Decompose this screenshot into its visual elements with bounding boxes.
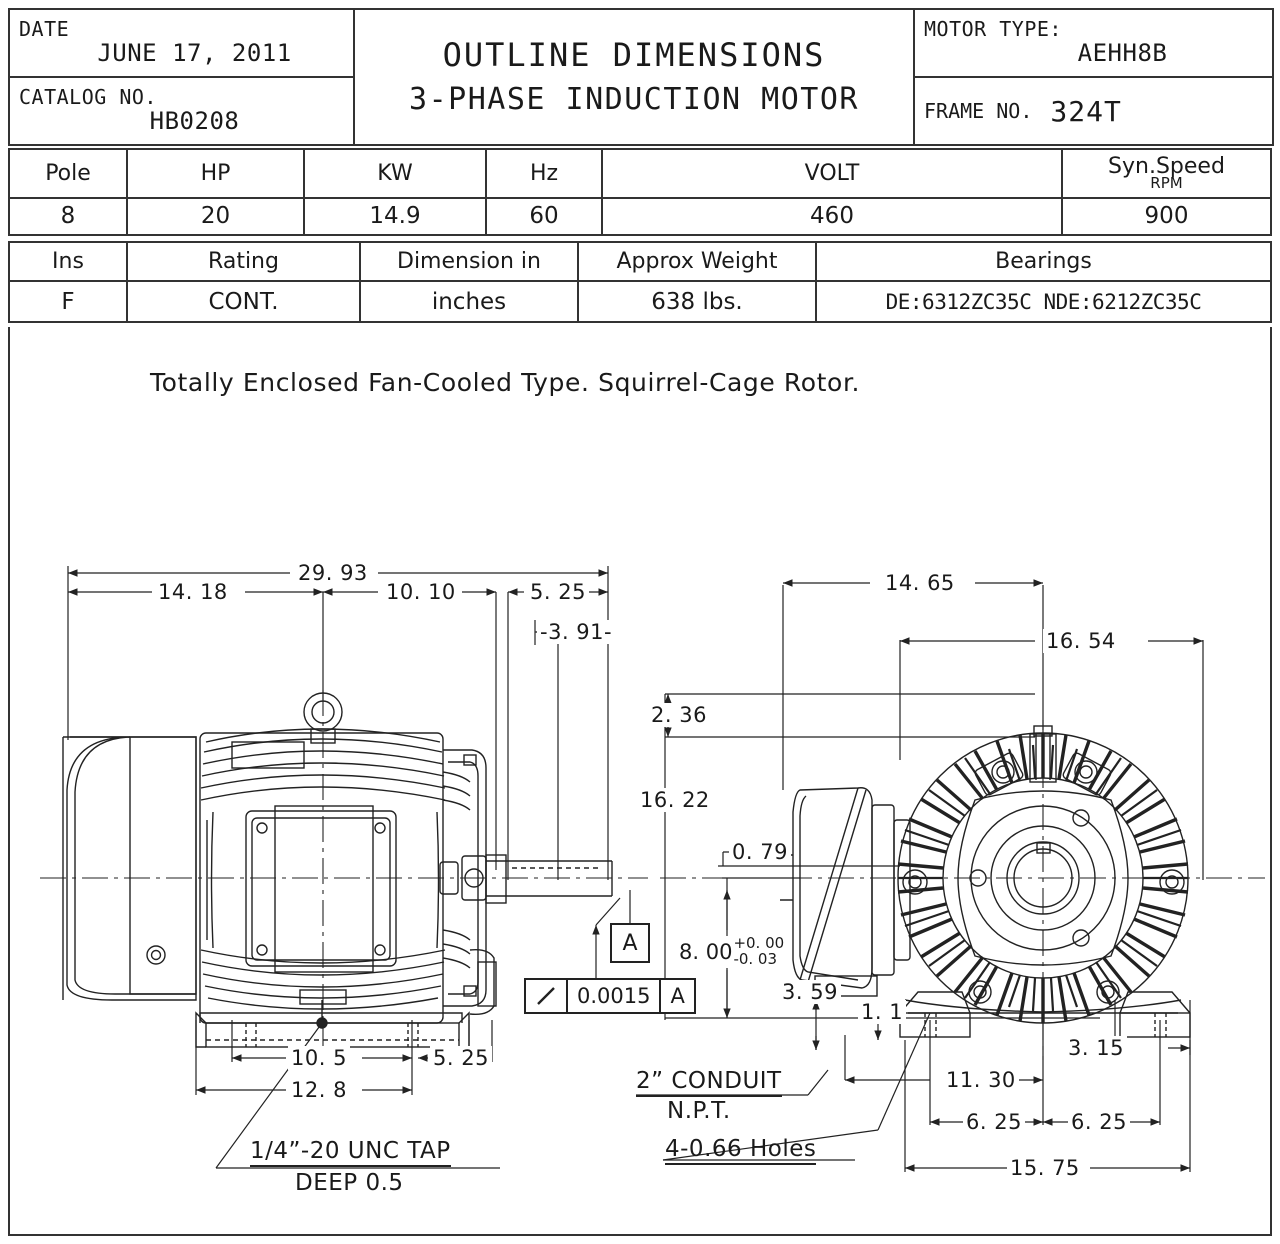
table-header-row: Ins Rating Dimension in Approx Weight Be… [8, 240, 1272, 283]
dim-base-overall-width: 15. 75 [1007, 1156, 1083, 1180]
col-header-hp: HP [126, 148, 305, 199]
syn-speed-label: Syn.Speed [1108, 153, 1225, 179]
col-header-pole: Pole [8, 148, 128, 199]
conduit-note-line1: 2” CONDUIT [636, 1068, 782, 1097]
col-header-syn-speed: Syn.Speed RPM [1061, 148, 1272, 199]
dim-foot-width-half: 3. 15 [1065, 1036, 1127, 1060]
col-header-rating: Rating [126, 240, 361, 283]
drawing-title-cell: OUTLINE DIMENSIONS 3-PHASE INDUCTION MOT… [353, 8, 915, 146]
dim-conduit-offset: 0. 79 [729, 840, 791, 864]
value-syn-speed: 900 [1061, 196, 1272, 237]
motor-type-cell: MOTOR TYPE: AEHH8B [913, 8, 1274, 78]
frame-value: 324T [1050, 94, 1122, 128]
dim-conduit-box-to-center: 14. 65 [882, 571, 958, 595]
title-block: DATE JUNE 17, 2011 OUTLINE DIMENSIONS 3-… [8, 8, 1274, 146]
drawing-area [8, 327, 1272, 1236]
table-row: 8 20 14.9 60 460 900 [8, 196, 1272, 237]
date-cell: DATE JUNE 17, 2011 [8, 8, 355, 78]
dim-top-eyebolt-height: 2. 36 [648, 703, 710, 727]
value-rating: CONT. [126, 280, 361, 323]
dim-mounting-hole-spacing-left: 6. 25 [963, 1110, 1025, 1134]
syn-speed-unit: RPM [1150, 173, 1183, 192]
tolerance-value: 0.0015 [566, 980, 659, 1012]
col-header-hz: Hz [485, 148, 603, 199]
conduit-note-line2: N.P.T. [667, 1098, 731, 1124]
dim-shaft-height: 8. 00 +0. 00 -0. 03 [676, 934, 788, 968]
datum-reference: A [659, 980, 693, 1012]
shaft-height-tol-upper: +0. 00 [733, 934, 785, 952]
col-header-bearings: Bearings [815, 240, 1272, 283]
table-header-row: Pole HP KW Hz VOLT Syn.Speed RPM [8, 148, 1272, 199]
dim-shaft-to-base-end: 5. 25 [430, 1046, 492, 1070]
value-hz: 60 [485, 196, 603, 237]
date-value: JUNE 17, 2011 [97, 38, 292, 67]
holes-note: 4-0.66 Holes [665, 1136, 817, 1165]
dim-base-overall: 12. 8 [288, 1078, 350, 1102]
value-bearings: DE:6312ZC35C NDE:6212ZC35C [815, 280, 1272, 323]
col-header-kw: KW [303, 148, 487, 199]
catalog-value: HB0208 [149, 106, 240, 135]
value-dimension: inches [359, 280, 579, 323]
value-hp: 20 [126, 196, 305, 237]
col-header-weight: Approx Weight [577, 240, 817, 283]
value-ins: F [8, 280, 128, 323]
value-weight: 638 lbs. [577, 280, 817, 323]
shaft-height-value: 8. 00 [679, 939, 733, 964]
tap-note-line2: DEEP 0.5 [295, 1170, 404, 1196]
tap-note-line1: 1/4”-20 UNC TAP [250, 1138, 451, 1167]
frame-cell: FRAME NO. 324T [913, 76, 1274, 146]
value-volt: 460 [601, 196, 1063, 237]
dim-shaft-inner: -3. 91- [537, 620, 616, 644]
frame-label: FRAME NO. [924, 99, 1033, 123]
dim-shaft-extension: 5. 25 [527, 580, 589, 604]
col-header-ins: Ins [8, 240, 128, 283]
dim-overall-length: 29. 93 [295, 561, 371, 585]
col-header-dimension: Dimension in [359, 240, 579, 283]
dim-base-hole-spacing: 10. 5 [288, 1046, 350, 1070]
shaft-height-tol-lower: -0. 03 [733, 949, 778, 968]
motor-description: Totally Enclosed Fan-Cooled Type. Squirr… [150, 368, 861, 397]
electrical-spec-table: Pole HP KW Hz VOLT Syn.Speed RPM 8 20 14… [8, 148, 1272, 237]
catalog-label: CATALOG NO. [19, 84, 157, 109]
dim-center-to-endbracket: 10. 10 [383, 580, 459, 604]
col-header-volt: VOLT [601, 148, 1063, 199]
motor-type-value: AEHH8B [1077, 38, 1168, 67]
dim-overall-width: 16. 54 [1043, 629, 1119, 653]
value-pole: 8 [8, 196, 128, 237]
dim-mounting-hole-to-edge: 11. 30 [943, 1068, 1019, 1092]
catalog-cell: CATALOG NO. HB0208 [8, 76, 355, 146]
datum-feature-symbol: A [610, 923, 650, 963]
mechanical-spec-table: Ins Rating Dimension in Approx Weight Be… [8, 240, 1272, 323]
dim-overall-height: 16. 22 [637, 788, 713, 812]
dim-conduit-box-bottom: 3. 59 [779, 980, 841, 1004]
table-row: F CONT. inches 638 lbs. DE:6312ZC35C NDE… [8, 280, 1272, 323]
dim-foot-thickness: 1. 1 [858, 1000, 907, 1024]
motor-type-label: MOTOR TYPE: [924, 16, 1062, 41]
drawing-title-line2: 3-PHASE INDUCTION MOTOR [409, 82, 859, 118]
date-label: DATE [19, 16, 70, 41]
value-kw: 14.9 [303, 196, 487, 237]
dim-frame-to-center: 14. 18 [155, 580, 231, 604]
runout-symbol [526, 980, 566, 1012]
feature-control-frame: 0.0015 A [524, 978, 696, 1014]
dim-mounting-hole-spacing-right: 6. 25 [1068, 1110, 1130, 1134]
drawing-title-line1: OUTLINE DIMENSIONS [442, 36, 826, 75]
